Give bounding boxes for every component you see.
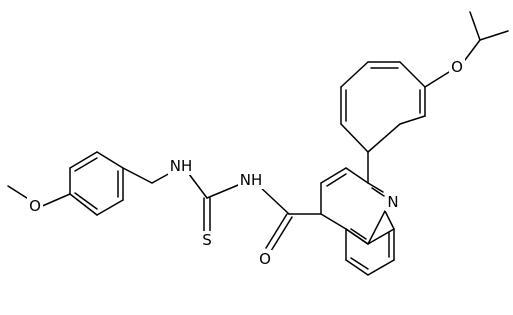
atom-n-quinoline-label: N — [387, 193, 398, 211]
atom-o-methoxy-label: O — [29, 197, 41, 215]
bond-o-isopropyl — [464, 39, 481, 61]
bond-isopropyl-me1 — [469, 11, 481, 41]
bond-c-nh-right — [206, 182, 244, 199]
bond-isopropyl-me2 — [479, 30, 509, 41]
atom-s-thione: S — [199, 231, 215, 249]
bond-aryl-o-ether — [424, 71, 450, 88]
atom-nh-right-label: NH — [240, 171, 263, 189]
atom-o-methoxy: O — [27, 197, 43, 215]
bond-amide-co-b — [270, 216, 293, 252]
quinoline-benzo-ring — [345, 210, 395, 276]
quinoline-pyridine-ring — [320, 167, 386, 245]
bond-o-aryl — [39, 193, 71, 208]
atom-nh-left: NH — [168, 157, 194, 175]
atom-o-amide-label: O — [259, 250, 271, 268]
atom-nh-right: NH — [238, 171, 264, 189]
bonds — [7, 11, 509, 276]
bond-amide-co-a — [265, 213, 288, 249]
atom-n-quinoline: N — [385, 193, 401, 211]
methoxyphenyl-ring — [69, 151, 124, 216]
bond-nh-amide-c — [257, 184, 290, 215]
atom-labels: O NH NH S O N O — [27, 58, 465, 268]
atom-s-thione-label: S — [202, 231, 212, 249]
atom-o-ether-label: O — [451, 58, 463, 76]
bond-aryl-nh — [122, 167, 153, 184]
atom-nh-left-label: NH — [170, 157, 193, 175]
atom-o-ether: O — [449, 58, 465, 76]
atom-o-amide: O — [257, 250, 273, 268]
isopropoxyphenyl-ring — [340, 61, 426, 153]
bond-methyl-o — [7, 185, 31, 201]
